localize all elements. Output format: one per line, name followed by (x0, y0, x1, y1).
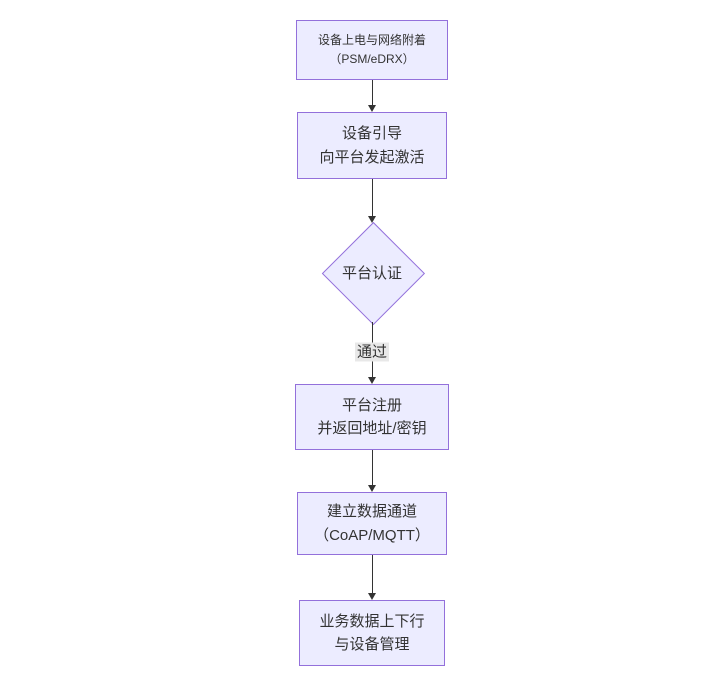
edge-label-pass: 通过 (354, 342, 390, 362)
node-label-line: 平台注册 (341, 396, 402, 414)
node-data-channel: 建立数据通道 （CoAP/MQTT） (297, 492, 447, 555)
node-label-line: （CoAP/MQTT） (314, 526, 430, 544)
arrowhead-down-icon (367, 593, 376, 600)
edge-line (371, 555, 373, 594)
arrowhead-down-icon (367, 485, 376, 492)
edge-line (371, 80, 373, 106)
arrowhead-down-icon (367, 216, 376, 223)
node-label-line: 设备引导 (341, 125, 402, 143)
node-label-line: 建立数据通道 (326, 503, 417, 521)
node-platform-auth-decision: 平台认证 (321, 221, 425, 325)
node-bootstrap-activate: 设备引导 向平台发起激活 (297, 112, 447, 179)
node-label-line: 与设备管理 (334, 636, 410, 653)
node-business-data-mgmt: 业务数据上下行 与设备管理 (299, 600, 445, 666)
arrowhead-down-icon (367, 105, 376, 112)
node-label-line: 业务数据上下行 (319, 612, 425, 630)
node-label-line: （PSM/eDRX） (329, 52, 415, 66)
arrowhead-down-icon (367, 377, 376, 384)
node-label-line: 向平台发起激活 (319, 148, 425, 166)
node-label-line: 平台认证 (341, 264, 402, 282)
node-power-attach: 设备上电与网络附着 （PSM/eDRX） (296, 20, 448, 80)
node-platform-register: 平台注册 并返回地址/密钥 (295, 384, 449, 450)
node-label-line: 并返回地址/密钥 (317, 420, 427, 437)
edge-line (371, 179, 373, 217)
edge-line (371, 450, 373, 486)
node-label-line: 设备上电与网络附着 (317, 33, 426, 48)
